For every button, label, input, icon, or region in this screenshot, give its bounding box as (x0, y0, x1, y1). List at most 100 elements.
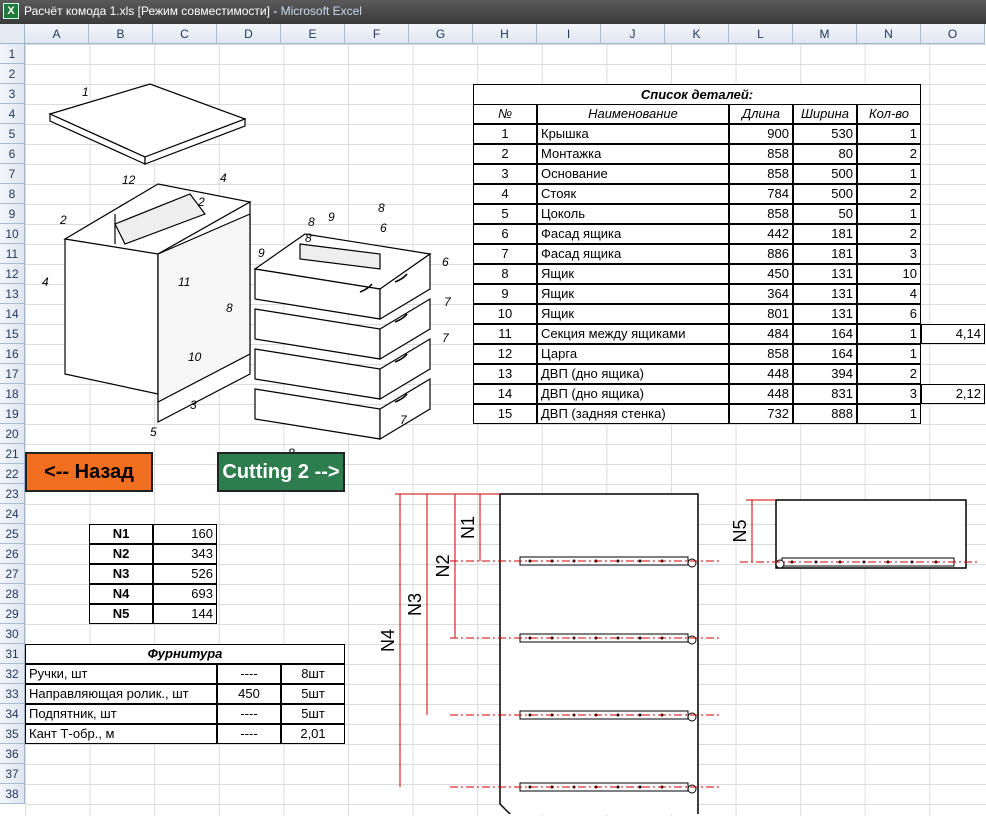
parts-cell-name[interactable]: ДВП (задняя стенка) (537, 404, 729, 424)
row-header-3[interactable]: 3 (0, 84, 25, 104)
n-value[interactable]: 526 (153, 564, 217, 584)
hardware-item-name[interactable]: Кант Т-обр., м (25, 724, 217, 744)
row-header-8[interactable]: 8 (0, 184, 25, 204)
hardware-item-e[interactable]: 5шт (281, 704, 345, 724)
parts-cell-width[interactable]: 500 (793, 164, 857, 184)
column-header-G[interactable]: G (409, 24, 473, 44)
parts-cell-qty[interactable]: 1 (857, 164, 921, 184)
parts-cell-qty[interactable]: 6 (857, 304, 921, 324)
parts-cell-num[interactable]: 13 (473, 364, 537, 384)
row-header-37[interactable]: 37 (0, 764, 25, 784)
parts-cell-num[interactable]: 14 (473, 384, 537, 404)
row-header-14[interactable]: 14 (0, 304, 25, 324)
parts-cell-name[interactable]: Основание (537, 164, 729, 184)
row-header-33[interactable]: 33 (0, 684, 25, 704)
parts-cell-length[interactable]: 484 (729, 324, 793, 344)
parts-cell-name[interactable]: ДВП (дно ящика) (537, 384, 729, 404)
row-header-34[interactable]: 34 (0, 704, 25, 724)
parts-cell-qty[interactable]: 1 (857, 204, 921, 224)
parts-cell-length[interactable]: 886 (729, 244, 793, 264)
hardware-item-d[interactable]: ---- (217, 664, 281, 684)
back-button[interactable]: <-- Назад (25, 452, 153, 492)
parts-cell-width[interactable]: 131 (793, 284, 857, 304)
row-header-16[interactable]: 16 (0, 344, 25, 364)
row-header-38[interactable]: 38 (0, 784, 25, 804)
row-header-30[interactable]: 30 (0, 624, 25, 644)
row-header-17[interactable]: 17 (0, 364, 25, 384)
parts-cell-num[interactable]: 15 (473, 404, 537, 424)
parts-cell-length[interactable]: 784 (729, 184, 793, 204)
parts-cell-num[interactable]: 8 (473, 264, 537, 284)
row-header-36[interactable]: 36 (0, 744, 25, 764)
n-value[interactable]: 144 (153, 604, 217, 624)
hardware-item-d[interactable]: ---- (217, 704, 281, 724)
column-header-M[interactable]: M (793, 24, 857, 44)
parts-cell-width[interactable]: 80 (793, 144, 857, 164)
parts-cell-width[interactable]: 181 (793, 224, 857, 244)
row-header-10[interactable]: 10 (0, 224, 25, 244)
parts-cell-qty[interactable]: 2 (857, 364, 921, 384)
parts-cell-name[interactable]: Царга (537, 344, 729, 364)
row-header-9[interactable]: 9 (0, 204, 25, 224)
column-header-O[interactable]: O (921, 24, 985, 44)
hardware-item-name[interactable]: Подпятник, шт (25, 704, 217, 724)
row-header-35[interactable]: 35 (0, 724, 25, 744)
n-value[interactable]: 160 (153, 524, 217, 544)
row-header-6[interactable]: 6 (0, 144, 25, 164)
row-header-22[interactable]: 22 (0, 464, 25, 484)
parts-cell-width[interactable]: 500 (793, 184, 857, 204)
parts-cell-name[interactable]: Фасад ящика (537, 224, 729, 244)
cutting-2-button[interactable]: Cutting 2 --> (217, 452, 345, 492)
hardware-item-name[interactable]: Ручки, шт (25, 664, 217, 684)
parts-cell-qty[interactable]: 3 (857, 384, 921, 404)
parts-cell-width[interactable]: 164 (793, 324, 857, 344)
row-header-1[interactable]: 1 (0, 44, 25, 64)
parts-cell-qty[interactable]: 1 (857, 404, 921, 424)
column-header-E[interactable]: E (281, 24, 345, 44)
row-header-26[interactable]: 26 (0, 544, 25, 564)
hardware-item-d[interactable]: 450 (217, 684, 281, 704)
n-value[interactable]: 693 (153, 584, 217, 604)
select-all-corner[interactable] (0, 24, 25, 44)
column-header-I[interactable]: I (537, 24, 601, 44)
parts-cell-qty[interactable]: 2 (857, 144, 921, 164)
column-header-H[interactable]: H (473, 24, 537, 44)
column-header-D[interactable]: D (217, 24, 281, 44)
row-header-12[interactable]: 12 (0, 264, 25, 284)
column-header-B[interactable]: B (89, 24, 153, 44)
parts-cell-width[interactable]: 181 (793, 244, 857, 264)
parts-cell-qty[interactable]: 2 (857, 224, 921, 244)
parts-cell-num[interactable]: 9 (473, 284, 537, 304)
row-header-5[interactable]: 5 (0, 124, 25, 144)
column-header-A[interactable]: A (25, 24, 89, 44)
parts-cell-qty[interactable]: 1 (857, 344, 921, 364)
parts-cell-width[interactable]: 530 (793, 124, 857, 144)
row-header-23[interactable]: 23 (0, 484, 25, 504)
parts-cell-length[interactable]: 364 (729, 284, 793, 304)
column-header-J[interactable]: J (601, 24, 665, 44)
parts-cell-qty[interactable]: 4 (857, 284, 921, 304)
cell-O15[interactable]: 4,14 (921, 324, 985, 344)
row-header-18[interactable]: 18 (0, 384, 25, 404)
hardware-item-name[interactable]: Направляющая ролик., шт (25, 684, 217, 704)
row-header-31[interactable]: 31 (0, 644, 25, 664)
parts-cell-length[interactable]: 448 (729, 384, 793, 404)
row-header-27[interactable]: 27 (0, 564, 25, 584)
row-header-20[interactable]: 20 (0, 424, 25, 444)
row-header-28[interactable]: 28 (0, 584, 25, 604)
hardware-item-e[interactable]: 2,01 (281, 724, 345, 744)
column-header-N[interactable]: N (857, 24, 921, 44)
hardware-item-e[interactable]: 5шт (281, 684, 345, 704)
parts-cell-num[interactable]: 6 (473, 224, 537, 244)
row-header-24[interactable]: 24 (0, 504, 25, 524)
parts-cell-num[interactable]: 2 (473, 144, 537, 164)
parts-cell-width[interactable]: 50 (793, 204, 857, 224)
parts-cell-length[interactable]: 801 (729, 304, 793, 324)
parts-cell-qty[interactable]: 1 (857, 124, 921, 144)
row-header-15[interactable]: 15 (0, 324, 25, 344)
parts-cell-length[interactable]: 858 (729, 144, 793, 164)
parts-cell-qty[interactable]: 10 (857, 264, 921, 284)
row-header-21[interactable]: 21 (0, 444, 25, 464)
row-header-2[interactable]: 2 (0, 64, 25, 84)
parts-cell-num[interactable]: 10 (473, 304, 537, 324)
